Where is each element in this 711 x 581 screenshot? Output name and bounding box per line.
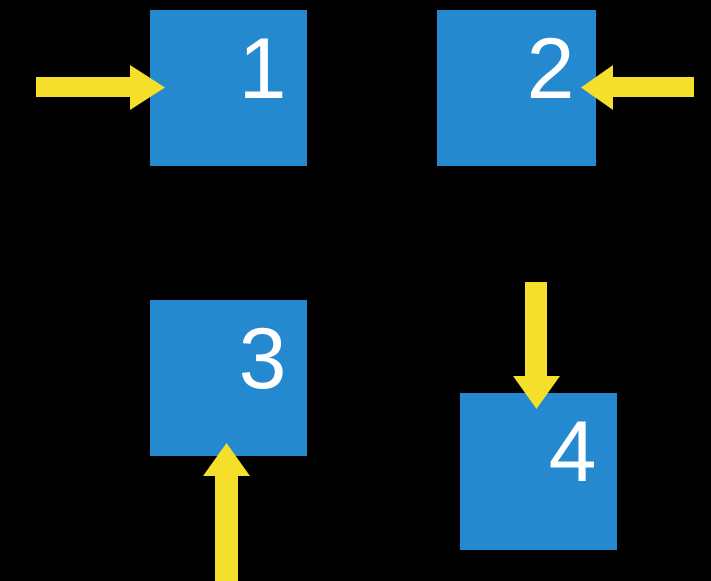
node-box-2[interactable] <box>437 10 596 166</box>
arrow-down-into-box-4-icon <box>513 282 560 409</box>
node-label-1: 1 <box>238 21 287 117</box>
arrow-right-into-box-1-icon <box>36 65 165 110</box>
node-box-4[interactable] <box>460 393 617 550</box>
node-label-3: 3 <box>238 311 287 407</box>
node-label-4: 4 <box>548 404 597 500</box>
node-label-2: 2 <box>526 21 575 117</box>
arrow-up-into-box-3-icon <box>203 443 250 581</box>
node-box-1[interactable] <box>150 10 307 166</box>
node-box-3[interactable] <box>150 300 307 456</box>
